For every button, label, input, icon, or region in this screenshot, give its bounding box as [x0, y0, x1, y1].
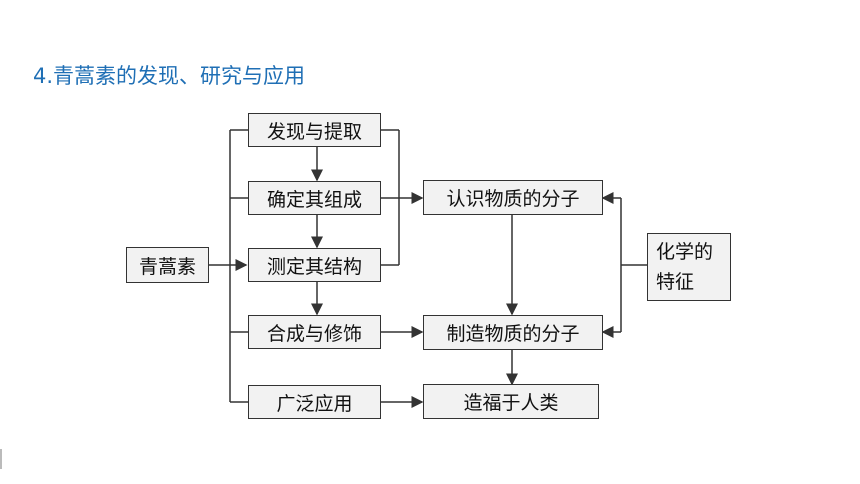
- node-determine-composition: 确定其组成: [248, 181, 381, 215]
- node-measure-structure: 测定其结构: [248, 248, 381, 282]
- node-benefit-humanity: 造福于人类: [423, 384, 599, 419]
- node-make-molecules: 制造物质的分子: [423, 315, 603, 350]
- node-wide-application: 广泛应用: [248, 385, 381, 419]
- chem-feature-line1: 化学的: [656, 241, 714, 263]
- node-discover-extract: 发现与提取: [248, 113, 381, 147]
- left-edge-mark: [0, 449, 2, 469]
- node-chemistry-feature: 化学的 特征: [647, 233, 731, 301]
- chem-feature-line2: 特征: [656, 271, 695, 293]
- section-title: 4.青蒿素的发现、研究与应用: [33, 64, 306, 88]
- node-know-molecules: 认识物质的分子: [423, 180, 603, 215]
- node-synthesize-modify: 合成与修饰: [248, 315, 381, 349]
- node-qinghaosu: 青蒿素: [126, 247, 209, 283]
